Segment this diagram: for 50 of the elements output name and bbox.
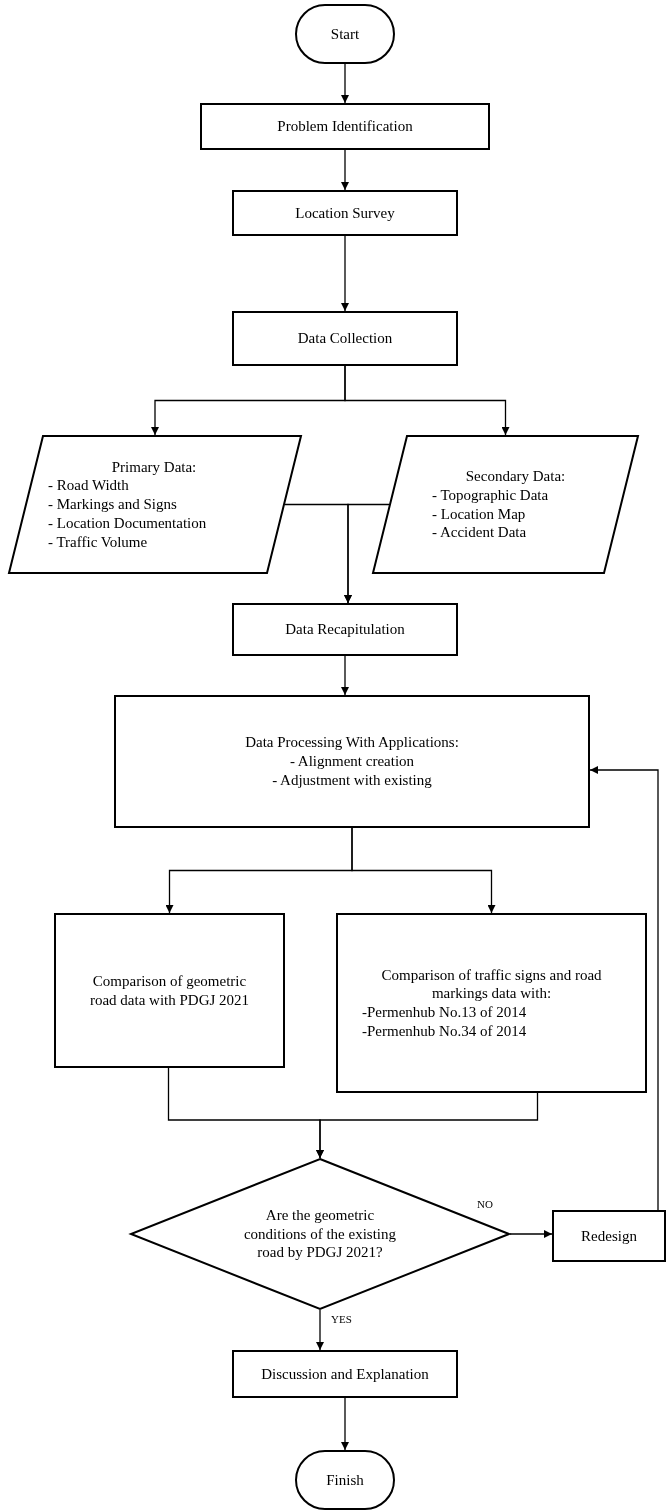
node-text: - Alignment creation	[289, 752, 415, 771]
list-item: - Location Documentation	[48, 513, 207, 533]
process-box	[232, 603, 458, 656]
node-text: Comparison of geometric road data with PDGJ 2021	[88, 971, 251, 1010]
node-text: Are the geometric conditions of the existing road by PDGJ 2021?	[242, 1205, 398, 1263]
process-box	[200, 103, 490, 150]
node-text: Primary Data:	[111, 457, 197, 477]
list-item: - Topographic Data	[432, 485, 549, 505]
list-item: -Permenhub No.34 of 2014	[362, 1021, 527, 1041]
node-text: Comparison of traffic signs and road markings data with:	[380, 965, 603, 1003]
process-box	[336, 913, 647, 1093]
process-box	[114, 695, 590, 828]
node-text: Data Recapitulation	[285, 620, 405, 639]
node-text: Secondary Data:	[465, 467, 566, 486]
node-text: - Adjustment with existing	[272, 770, 432, 790]
arrow	[344, 365, 510, 436]
process-box	[232, 1350, 458, 1398]
node-text: Data Processing With Applications:	[245, 733, 459, 753]
list-item: - Accident Data	[432, 523, 527, 542]
process-box	[232, 190, 458, 236]
arrow	[341, 235, 349, 312]
node-text: Start	[330, 24, 360, 44]
node-text: Problem Identification	[277, 117, 413, 136]
process-box	[54, 913, 285, 1068]
list-item: - Markings and Signs	[48, 495, 177, 514]
list-item: - Location Map	[432, 504, 526, 524]
edge-label: YES	[330, 1313, 353, 1326]
list-item: - Traffic Volume	[48, 532, 148, 552]
list-item: - Road Width	[48, 476, 129, 496]
process-box	[232, 311, 458, 366]
edge-label: NO	[476, 1198, 494, 1211]
arrow	[316, 1092, 539, 1159]
arrow	[341, 149, 349, 191]
terminal-box	[295, 1450, 395, 1510]
arrow	[341, 655, 349, 696]
arrow	[589, 766, 659, 1211]
list-item: -Permenhub No.13 of 2014	[362, 1003, 527, 1022]
arrow	[344, 503, 390, 604]
node-text: Discussion and Explanation	[261, 1364, 429, 1384]
node-text: Location Survey	[295, 203, 395, 223]
arrow	[341, 1397, 349, 1451]
arrow	[351, 827, 496, 914]
arrow	[316, 1309, 324, 1351]
process-box	[552, 1210, 666, 1262]
arrow	[341, 63, 349, 104]
terminal-box	[295, 4, 395, 64]
node-text: Data Collection	[297, 329, 393, 348]
node-text: Redesign	[581, 1226, 637, 1246]
node-text: Finish	[326, 1470, 364, 1490]
arrow	[509, 1230, 553, 1238]
